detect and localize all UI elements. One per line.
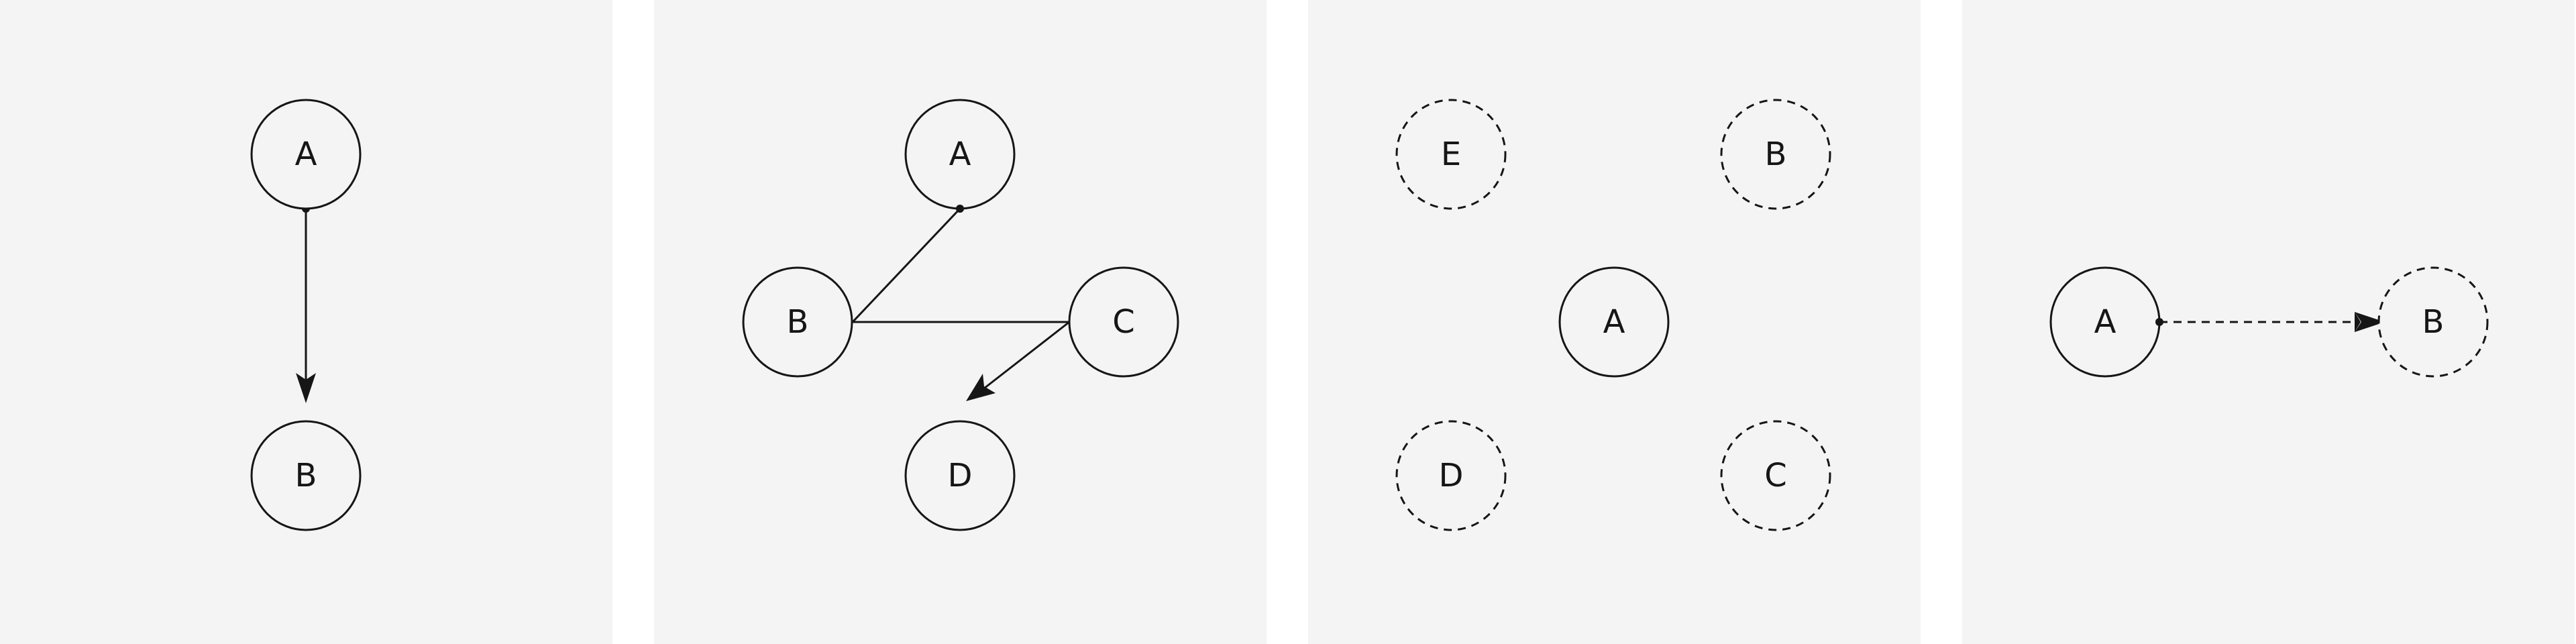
diagram-panel-4: A B <box>1962 0 2575 644</box>
node-label: E <box>1441 136 1461 173</box>
diagram-3-canvas: E B A D C <box>1395 99 1831 531</box>
node-b: B <box>1720 99 1831 210</box>
node-b: B <box>742 266 853 378</box>
arrowhead-icon <box>296 373 316 403</box>
node-b: B <box>250 420 362 531</box>
node-e: E <box>1395 99 1507 210</box>
arrowhead-icon <box>2355 312 2385 332</box>
node-label: B <box>787 303 809 341</box>
node-a: A <box>2049 266 2161 378</box>
node-a: A <box>904 99 1016 210</box>
edge-c-to-d <box>966 321 1070 401</box>
node-d: D <box>1395 420 1507 531</box>
node-a: A <box>250 99 362 210</box>
node-label: C <box>1112 303 1135 341</box>
diagram-panel-1: A B <box>0 0 612 644</box>
node-c: C <box>1068 266 1179 378</box>
node-d: D <box>904 420 1016 531</box>
diagram-panel-3: E B A D C <box>1308 0 1921 644</box>
diagram-2-canvas: A B C D <box>742 99 1179 531</box>
diagram-1-canvas: A B <box>250 99 362 531</box>
node-b: B <box>2377 266 2489 378</box>
node-label: A <box>2094 303 2116 341</box>
edge-a-to-b <box>2159 312 2385 332</box>
node-c: C <box>1720 420 1831 531</box>
diagram-panel-2: A B C D <box>654 0 1267 644</box>
edge-origin-dot <box>956 205 964 213</box>
node-label: B <box>295 457 317 494</box>
arrowhead-icon <box>966 374 996 401</box>
node-label: A <box>295 136 317 173</box>
edge-a-to-b <box>851 205 964 323</box>
node-label: D <box>948 457 973 494</box>
diagram-4-canvas: A B <box>2049 266 2489 378</box>
node-label: B <box>2422 303 2445 341</box>
node-label: A <box>1603 303 1625 341</box>
node-label: D <box>1439 457 1464 494</box>
edge-origin-dot <box>2155 318 2163 326</box>
node-label: A <box>949 136 971 173</box>
node-label: B <box>1765 136 1787 173</box>
node-label: C <box>1764 457 1787 494</box>
edge-a-to-b <box>296 205 316 403</box>
node-a: A <box>1558 266 1670 378</box>
